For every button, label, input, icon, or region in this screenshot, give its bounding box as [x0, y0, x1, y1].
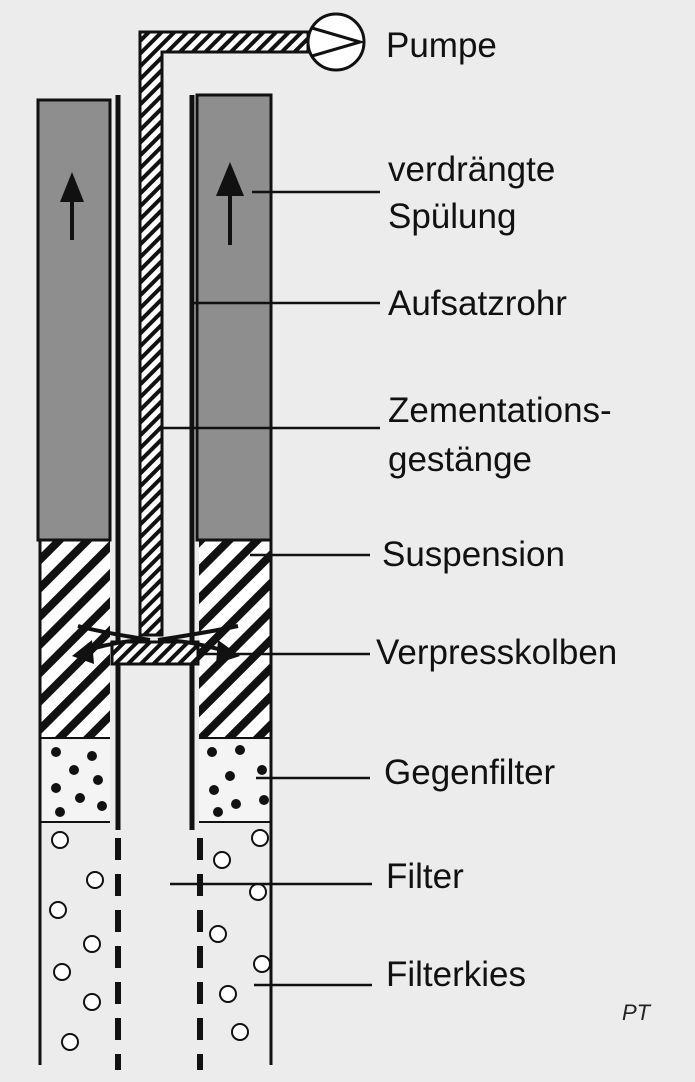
label-riser-pipe: Aufsatzrohr: [388, 284, 567, 323]
label-suspension: Suspension: [382, 535, 565, 574]
counter-filter-dots: [51, 745, 269, 817]
cementing-rod: [138, 30, 310, 637]
label-displaced-fluid-line2: Spülung: [388, 197, 517, 236]
right-annulus-displaced-fluid: [195, 93, 273, 542]
filter-gravel-circles: [49, 829, 271, 1051]
label-cementing-rod-line1: Zementations-: [388, 391, 612, 430]
label-filter: Filter: [386, 857, 464, 896]
grouting-piston: [110, 640, 200, 666]
label-grouting-piston: Verpresskolben: [376, 633, 618, 672]
displaced-fluid-arrow-right: [216, 162, 244, 245]
suspension-flow-arrows: [72, 624, 240, 664]
author-credit: PT: [622, 1000, 651, 1025]
label-cementing-rod-line2: gestänge: [388, 440, 533, 479]
left-annulus-displaced-fluid: [36, 98, 112, 542]
label-filter-gravel: Filterkies: [386, 955, 527, 994]
pump-icon: [306, 12, 366, 72]
label-displaced-fluid-line1: verdrängte: [388, 150, 556, 189]
displaced-fluid-arrow-left: [60, 172, 84, 240]
label-counter-filter: Gegenfilter: [384, 753, 556, 792]
left-suspension-zone: [40, 540, 110, 738]
leader-lines: [162, 190, 380, 987]
right-suspension-zone: [199, 540, 271, 738]
label-pump: Pumpe: [386, 26, 497, 65]
